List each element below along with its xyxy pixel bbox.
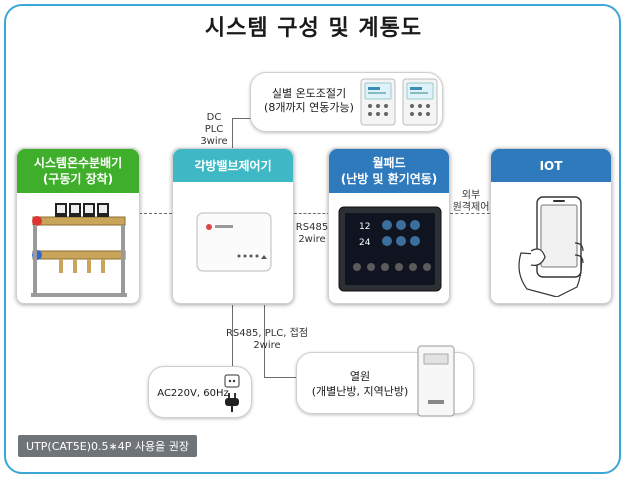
controller-device-icon [196,212,272,272]
manifold-icon [31,203,127,297]
wallpad-card: 월패드(난방 및 환기연동) 12 24 [328,148,450,304]
smartphone-hand-icon [518,196,584,297]
iot-header: IOT [491,149,611,182]
wallpad-temp-1: 12 [359,222,370,232]
connector-bottom-v [232,305,233,367]
connector-wallpad [294,213,330,214]
thermostat-label: 실별 온도조절기(8개까지 연동가능) [264,87,354,114]
diagram-title: 시스템 구성 및 계통도 [204,16,423,41]
connector-thermostat-h [232,118,262,119]
connector-iot [450,213,490,214]
iot-card: IOT [490,148,612,304]
boiler-icon [417,345,455,417]
connector-manifold [139,213,172,214]
connector-heat-v [264,305,265,377]
wallpad-header: 월패드(난방 및 환기연동) [329,149,449,193]
thermostat-bubble: 실별 온도조절기(8개까지 연동가능) [250,72,443,132]
connector-thermostat [232,118,233,156]
power-bubble: AC220V, 60Hz [148,366,252,418]
manifold-card: 시스템온수분배기(구동기 장착) [16,148,140,304]
wallpad-temp-2: 24 [359,238,371,248]
valve-controller-card: 각방밸브제어기 [172,148,294,304]
wallpad-device-icon: 12 24 [338,206,442,292]
thermostat-icon [360,78,438,126]
power-plug-icon [224,374,240,412]
connector-heat-h [264,377,298,378]
cable-recommendation-note: UTP(CAT5E)0.5∗4P 사용을 권장 [18,435,197,457]
power-label: AC220V, 60Hz [157,388,229,399]
manifold-header: 시스템온수분배기(구동기 장착) [17,149,139,193]
valve-controller-header: 각방밸브제어기 [173,149,293,182]
heat-source-label: 열원(개별난방, 지역난방) [311,370,409,398]
